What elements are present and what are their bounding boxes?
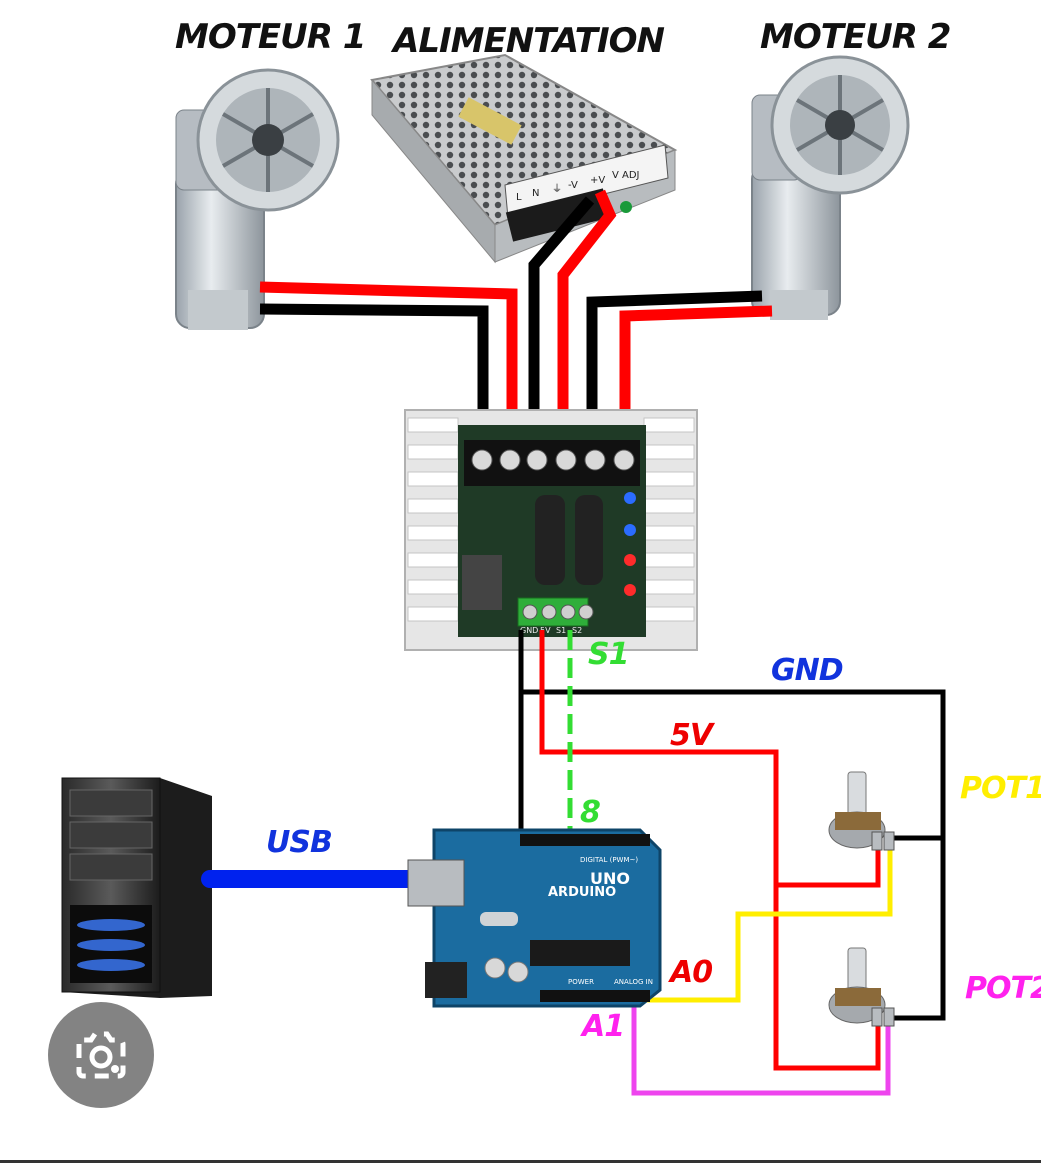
gnd-label: GND — [771, 653, 843, 688]
arduino-model: UNO — [590, 869, 630, 888]
arduino-brand: ARDUINO — [548, 885, 616, 900]
lens-search-button[interactable] — [48, 1002, 154, 1108]
psu-terminal-earth: ⏚ — [552, 183, 562, 195]
motor2-image — [751, 55, 910, 320]
a0-label: A0 — [668, 955, 712, 990]
motor1-label: MOTEUR 1 — [175, 17, 365, 57]
motor-driver-image: GND 5V S1 S2 — [404, 409, 698, 651]
pot1-label: POT1 — [960, 771, 1041, 806]
arduino-board-image: ARDUINO UNO DIGITAL (PWM~) POWER ANALOG … — [407, 828, 662, 1008]
motor1-image — [175, 68, 340, 330]
power-supply-image: L N ⏚ -V +V V ADJ — [370, 53, 678, 264]
psu-terminal-l: L — [516, 192, 522, 203]
a1-label: A1 — [580, 1009, 624, 1044]
driver-terminal-5v: 5V — [540, 626, 551, 635]
psu-terminal-n: N — [532, 188, 539, 199]
arduino-digital-header: DIGITAL (PWM~) — [580, 856, 638, 864]
pot2-image — [828, 947, 895, 1027]
pin-8-label: 8 — [580, 795, 600, 830]
psu-terminal-minus-v: -V — [568, 180, 578, 191]
computer-tower-image — [61, 777, 212, 998]
arduino-analog-header: ANALOG IN — [614, 978, 653, 986]
psu-terminal-v-adj: V ADJ — [612, 170, 640, 181]
five-v-label: 5V — [670, 718, 716, 753]
s1-label: S1 — [588, 637, 628, 672]
driver-terminal-s1: S1 — [556, 626, 566, 635]
arduino-power-header: POWER — [568, 978, 594, 986]
psu-terminal-plus-v: +V — [590, 175, 605, 186]
usb-label: USB — [266, 825, 332, 860]
driver-terminal-gnd: GND — [520, 626, 538, 635]
power-supply-label: ALIMENTATION — [390, 21, 665, 61]
pot1-image — [828, 771, 895, 851]
driver-terminal-s2: S2 — [572, 626, 582, 635]
bottom-divider — [0, 1160, 1041, 1163]
pot2-label: POT2 — [965, 971, 1041, 1006]
control-wires — [518, 630, 946, 1096]
motor2-label: MOTEUR 2 — [760, 17, 950, 57]
camera-search-icon — [76, 1031, 126, 1079]
motor-wires — [259, 189, 773, 455]
